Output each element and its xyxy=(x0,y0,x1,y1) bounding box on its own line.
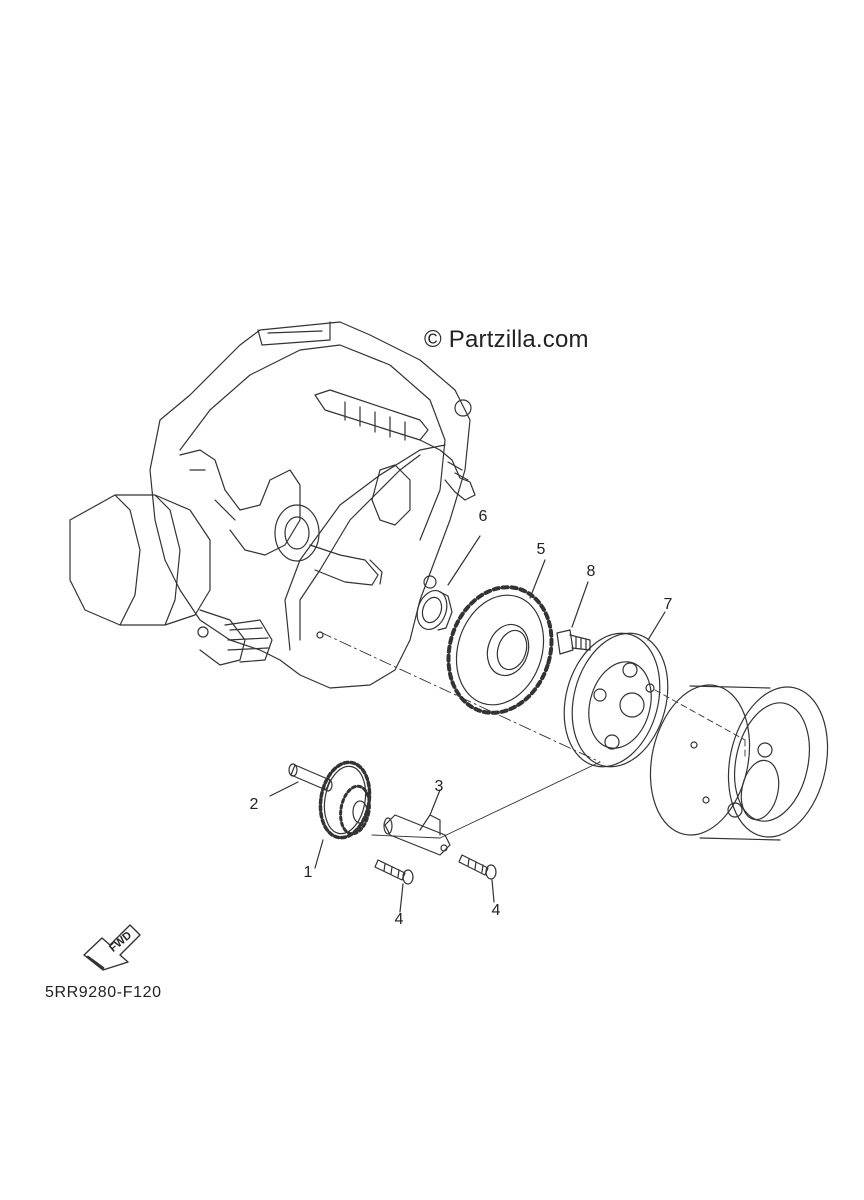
callout-4a: 4 xyxy=(394,911,404,928)
watermark: © Partzilla.com xyxy=(424,326,589,353)
flywheel-rotor xyxy=(649,684,829,841)
callout-5: 5 xyxy=(536,541,546,558)
part-6-seal xyxy=(416,535,481,631)
diagram-code: 5RR9280-F120 xyxy=(45,984,162,1001)
part-7-starter-clutch xyxy=(563,611,669,768)
callout-4b: 4 xyxy=(491,902,501,919)
callout-1: 1 xyxy=(303,864,313,881)
part-1-idler-gear xyxy=(314,760,372,869)
callout-3: 3 xyxy=(434,778,444,795)
part-4-screw-a xyxy=(374,859,414,913)
part-3-shaft xyxy=(383,789,451,856)
part-5-gear xyxy=(446,559,554,715)
part-8-bolt xyxy=(556,581,591,655)
assembly-lines xyxy=(319,631,746,839)
part-4-screw-b xyxy=(458,854,497,903)
fwd-label: FWD xyxy=(107,929,134,954)
callout-8: 8 xyxy=(586,563,596,580)
callout-6: 6 xyxy=(478,508,488,525)
engine-crankcase xyxy=(69,321,476,689)
fwd-arrow-icon xyxy=(83,924,141,971)
part-2-pin xyxy=(269,763,333,797)
callout-7: 7 xyxy=(663,596,673,613)
callout-2: 2 xyxy=(249,796,259,813)
